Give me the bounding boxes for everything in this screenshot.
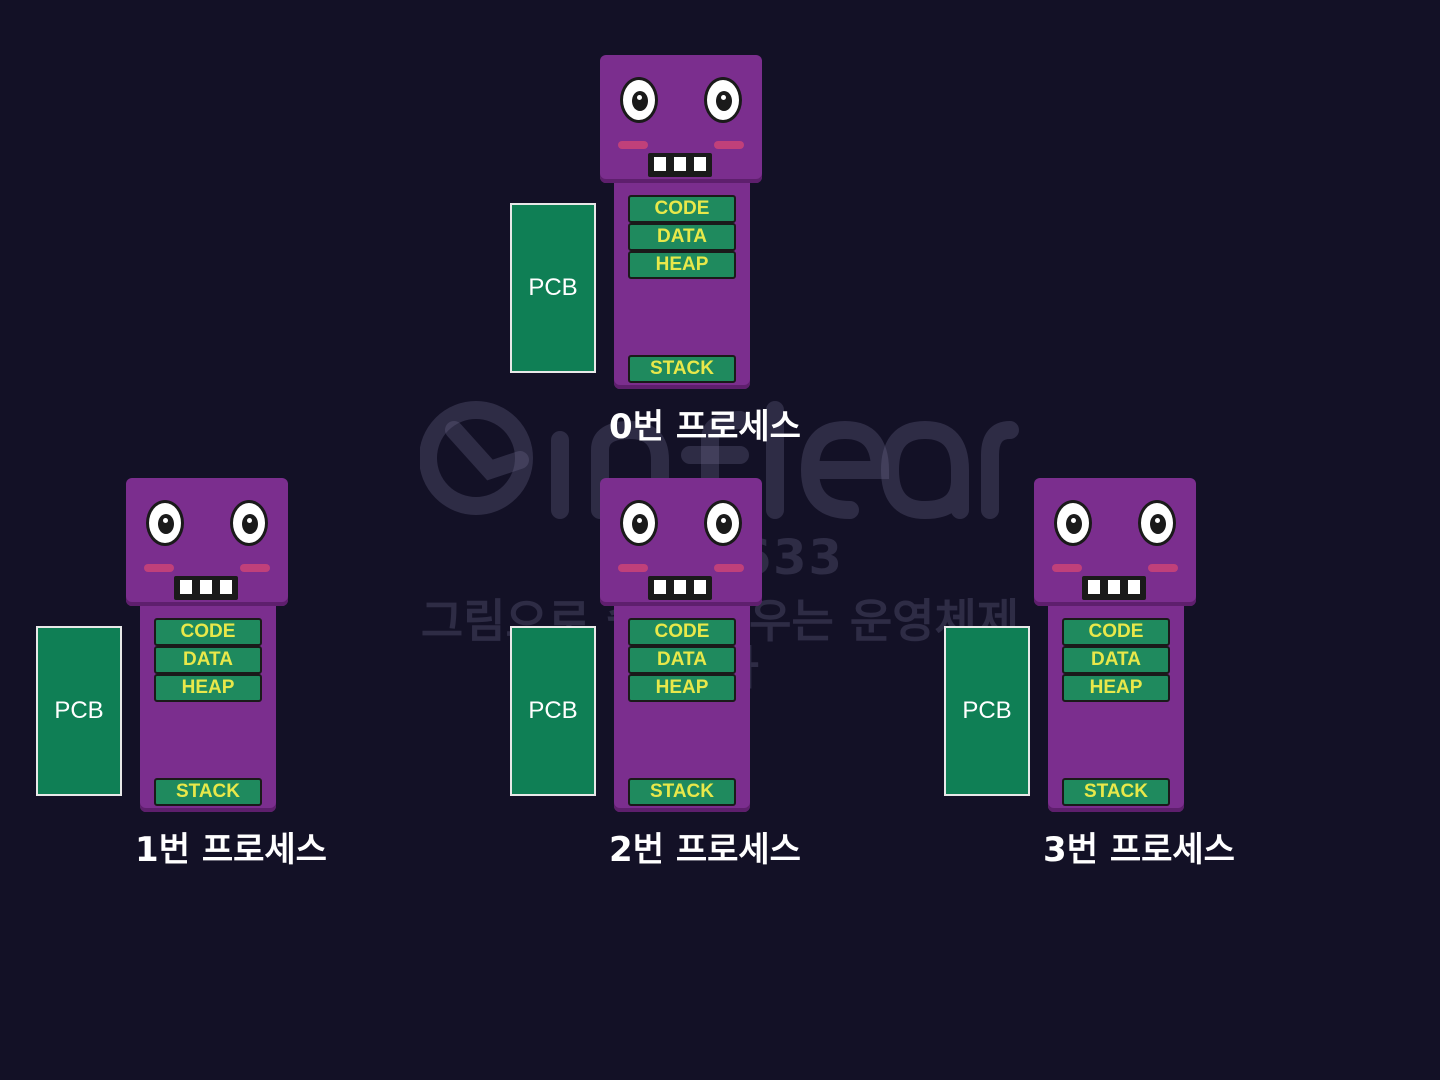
code-segment: CODE (1062, 618, 1170, 646)
mouth-icon (1082, 576, 1146, 600)
mouth-icon (174, 576, 238, 600)
heap-segment: HEAP (154, 674, 262, 702)
cheek-icon (618, 141, 648, 149)
left-eye-icon (620, 500, 658, 546)
process-body: CODE DATA HEAP STACK (1048, 606, 1184, 812)
pcb-block: PCB (510, 203, 596, 373)
process-label: 0번 프로세스 (609, 407, 801, 447)
left-eye-icon (146, 500, 184, 546)
cheek-icon (240, 564, 270, 572)
code-segment: CODE (628, 618, 736, 646)
cheek-icon (714, 141, 744, 149)
heap-segment: HEAP (628, 251, 736, 279)
left-eye-icon (620, 77, 658, 123)
right-eye-icon (230, 500, 268, 546)
pcb-block: PCB (510, 626, 596, 796)
data-segment: DATA (628, 223, 736, 251)
right-eye-icon (704, 77, 742, 123)
cheek-icon (1052, 564, 1082, 572)
stack-segment: STACK (628, 778, 736, 806)
pcb-block: PCB (36, 626, 122, 796)
data-segment: DATA (1062, 646, 1170, 674)
pcb-block: PCB (944, 626, 1030, 796)
right-eye-icon (1138, 500, 1176, 546)
code-segment: CODE (154, 618, 262, 646)
process-body: CODE DATA HEAP STACK (140, 606, 276, 812)
process-3: PCB CODE DATA HEAP STACK 3번 프로세스 (944, 478, 1244, 878)
data-segment: DATA (628, 646, 736, 674)
process-head (1034, 478, 1196, 606)
mouth-icon (648, 153, 712, 177)
process-label: 2번 프로세스 (609, 830, 801, 870)
data-segment: DATA (154, 646, 262, 674)
code-segment: CODE (628, 195, 736, 223)
stack-segment: STACK (1062, 778, 1170, 806)
cheek-icon (618, 564, 648, 572)
cheek-icon (144, 564, 174, 572)
cheek-icon (1148, 564, 1178, 572)
process-head (126, 478, 288, 606)
process-head (600, 478, 762, 606)
process-label: 3번 프로세스 (1043, 830, 1235, 870)
right-eye-icon (704, 500, 742, 546)
process-2: PCB CODE DATA HEAP STACK 2번 프로세스 (510, 478, 810, 878)
stack-segment: STACK (154, 778, 262, 806)
left-eye-icon (1054, 500, 1092, 546)
process-head (600, 55, 762, 183)
stack-segment: STACK (628, 355, 736, 383)
cheek-icon (714, 564, 744, 572)
mouth-icon (648, 576, 712, 600)
heap-segment: HEAP (1062, 674, 1170, 702)
process-1: PCB CODE DATA HEAP STACK 1번 프로세스 (36, 478, 336, 878)
process-body: CODE DATA HEAP STACK (614, 606, 750, 812)
heap-segment: HEAP (628, 674, 736, 702)
process-label: 1번 프로세스 (135, 830, 327, 870)
process-body: CODE DATA HEAP STACK (614, 183, 750, 389)
process-0: PCB CODE DATA HEAP STACK 0번 프로세스 (510, 55, 810, 455)
